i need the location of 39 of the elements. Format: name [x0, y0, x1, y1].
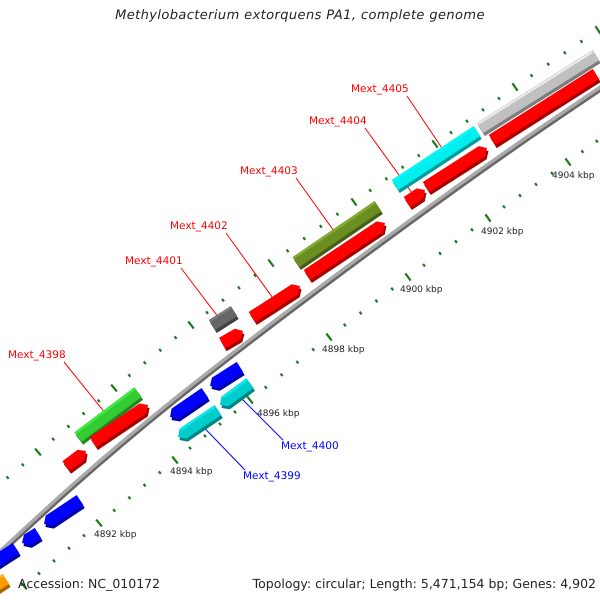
gene-bar	[0, 574, 11, 594]
gene-label: Mext_4402	[170, 220, 228, 233]
genome-summary: Topology: circular; Length: 5,471,154 bp; Genes: 4,902	[252, 576, 596, 591]
scale-label: 4900 kbp	[400, 285, 442, 296]
leader-line	[226, 232, 273, 298]
scale-label: 4892 kbp	[94, 530, 136, 541]
gene-label: Mext_4400	[281, 440, 339, 453]
gene-label: Mext_4399	[243, 470, 301, 483]
gene-bar	[62, 450, 88, 474]
gene-bar	[44, 495, 85, 529]
leader-line	[241, 398, 284, 440]
scale-label: 4896 kbp	[257, 409, 300, 420]
leader-line	[204, 428, 246, 470]
gene-bar	[90, 403, 150, 450]
gene-bar	[422, 146, 488, 196]
scale-label: 4904 kbp	[552, 171, 594, 182]
gene-bar	[304, 221, 386, 283]
leader-line	[406, 96, 442, 148]
gene-bar	[476, 50, 600, 136]
accession-text: Accession: NC_010172	[18, 576, 160, 591]
gene-bar	[0, 542, 21, 571]
gene-bar	[210, 362, 245, 391]
gene-bar	[404, 188, 426, 210]
gene-label: Mext_4401	[125, 255, 183, 268]
gene-label: Mext_4404	[309, 115, 367, 128]
gene-label: Mext_4403	[240, 165, 298, 178]
scale-label: 4902 kbp	[481, 227, 524, 238]
scale-label: 4898 kbp	[322, 345, 364, 356]
gene-label: Mext_4405	[351, 83, 409, 96]
gene-bar	[208, 306, 239, 334]
title: Methylobacterium extorquens PA1, complete genome	[114, 8, 486, 24]
scale-label: 4894 kbp	[170, 467, 212, 478]
leader-line	[64, 362, 104, 412]
leader-line	[296, 178, 334, 230]
gene-label: Mext_4398	[8, 349, 66, 362]
gene-bar	[248, 284, 302, 326]
gene-bar	[170, 388, 210, 422]
gene-bar	[219, 328, 244, 352]
gene-bar	[22, 528, 43, 548]
